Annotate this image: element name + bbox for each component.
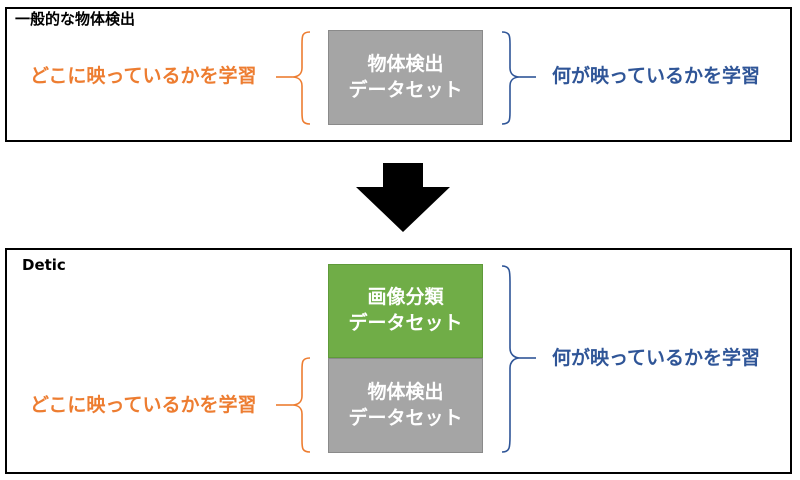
bottom-lower-box-line1: 物体検出 [367,380,444,403]
bottom-right-label: 何が映っているかを学習 [552,347,761,369]
bottom-upper-box-line2: データセット [348,312,463,334]
top-panel-title: 一般的な物体検出 [15,10,136,28]
down-arrow-icon [356,163,450,232]
bottom-right-brace [501,265,521,453]
top-box-line2: データセット [348,78,463,101]
bottom-left-brace [291,357,311,453]
bottom-upper-box-line1: 画像分類 [367,286,444,309]
bottom-detection-dataset-box: 物体検出 データセット [328,358,483,453]
top-right-brace [501,31,521,125]
top-detection-dataset-box: 物体検出 データセット [328,30,483,125]
top-left-label: どこに映っているかを学習 [30,65,257,87]
bottom-classification-dataset-box: 画像分類 データセット [328,264,483,358]
top-left-brace [291,31,311,125]
top-right-label: 何が映っているかを学習 [552,65,761,87]
bottom-lower-box-line2: データセット [348,406,463,429]
bottom-left-label: どこに映っているかを学習 [30,394,257,416]
top-box-line1: 物体検出 [367,52,444,75]
bottom-panel-title: Detic [22,256,66,274]
